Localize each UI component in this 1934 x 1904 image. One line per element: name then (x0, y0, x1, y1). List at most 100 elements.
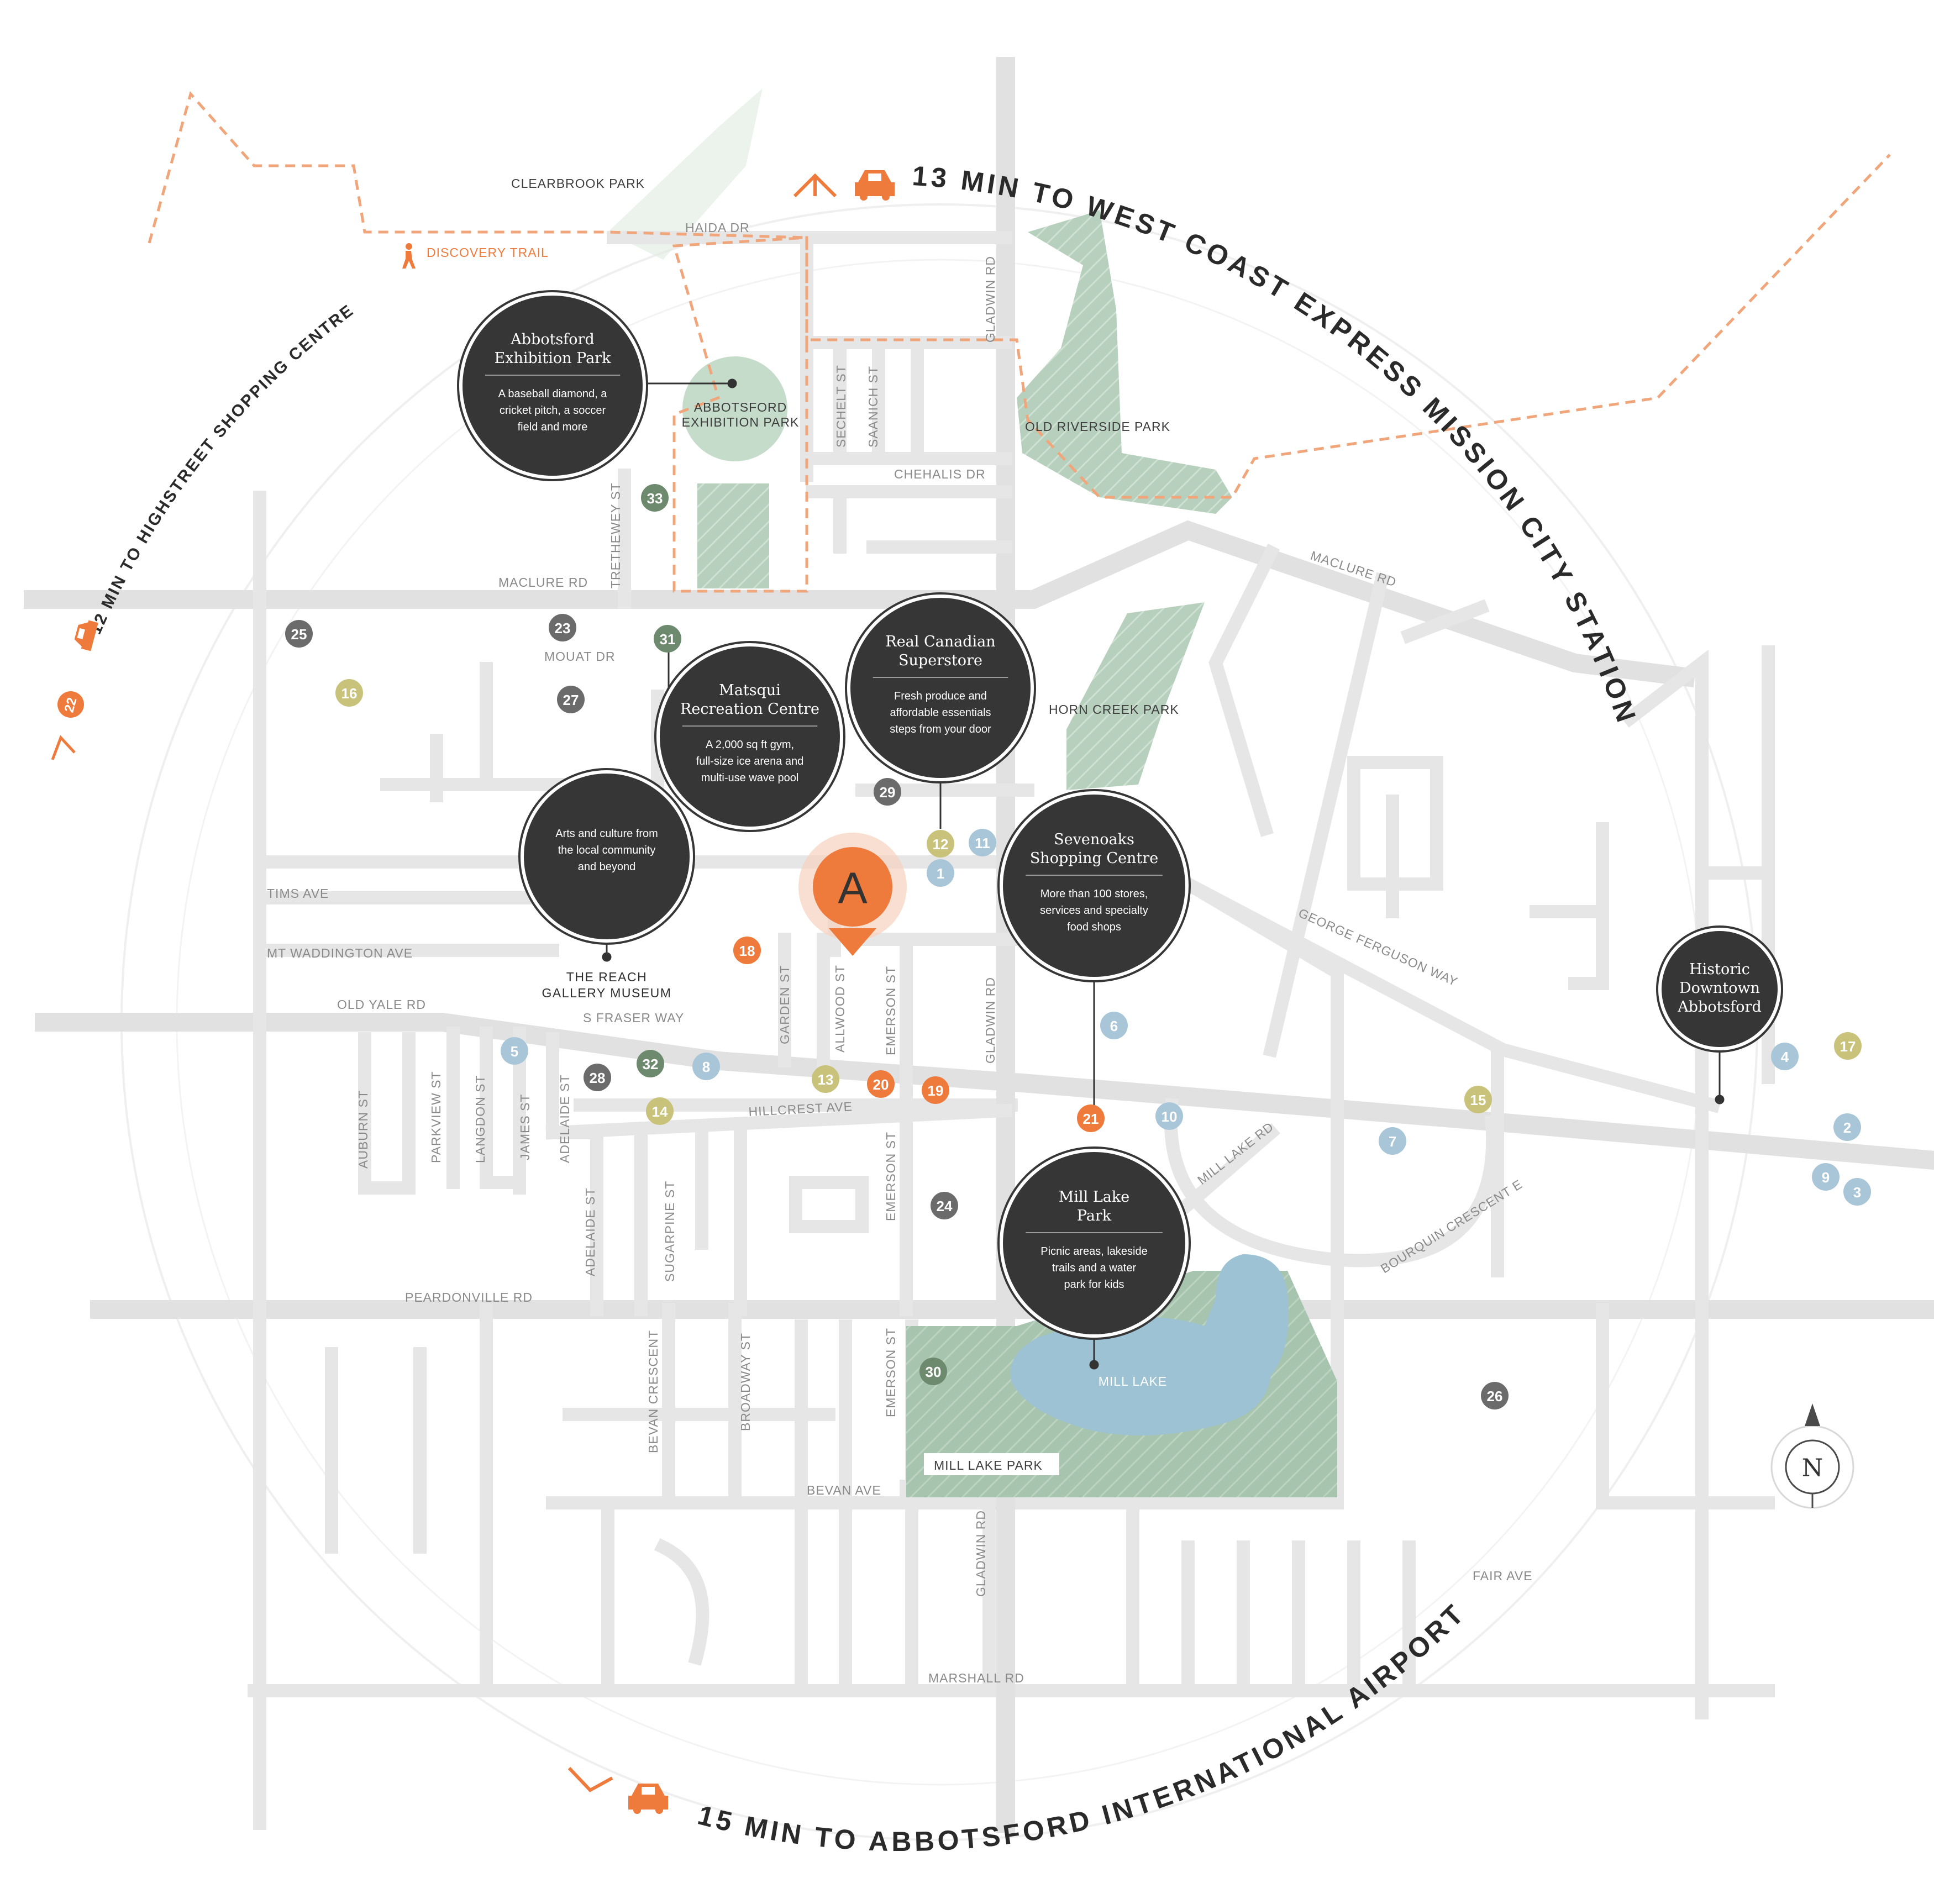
callout-description: services and specialty (1040, 904, 1148, 917)
poi-marker-dot (1771, 1043, 1799, 1070)
background-greenery (608, 88, 763, 260)
poi-marker-dot (501, 1037, 528, 1065)
gladwin-rd-mid-label: GLADWIN RD (983, 977, 997, 1064)
gladwin-rd-north-label: GLADWIN RD (983, 256, 997, 343)
adelaide-st-south-label: ADELAIDE ST (583, 1187, 597, 1276)
poi-marker[interactable]: 7 (1379, 1127, 1406, 1155)
callout-disc (1003, 1152, 1185, 1334)
poi-marker[interactable]: 10 (1155, 1102, 1183, 1130)
poi-marker[interactable]: 31 (654, 625, 681, 653)
james-st-label: JAMES ST (518, 1094, 532, 1160)
poi-marker[interactable]: 8 (692, 1053, 720, 1080)
poi-marker[interactable]: 26 (1481, 1382, 1509, 1409)
peardonville-rd-label: PEARDONVILLE RD (405, 1290, 533, 1305)
poi-marker-dot (931, 1192, 958, 1219)
poi-marker-dot (1833, 1113, 1861, 1141)
poi-marker-dot (1077, 1104, 1105, 1132)
poi-marker-number: 25 (291, 626, 307, 643)
poi-marker[interactable]: 12 (927, 830, 954, 858)
callout-disc (524, 774, 690, 939)
poi-marker[interactable]: 30 (919, 1358, 947, 1385)
callout-description: trails and a water (1052, 1262, 1137, 1274)
poi-marker[interactable]: 18 (733, 937, 761, 964)
poi-marker-number: 10 (1162, 1108, 1178, 1125)
poi-marker[interactable]: 16 (335, 679, 363, 707)
callout-title: Downtown (1679, 980, 1760, 997)
langdon-st-label: LANGDON ST (473, 1075, 487, 1163)
poi-marker-number: 33 (647, 490, 663, 507)
poi-marker[interactable]: 21 (1077, 1104, 1105, 1132)
callout-title: Exhibition Park (495, 350, 612, 367)
callout-disc (850, 598, 1031, 778)
callout-description: full-size ice arena and (696, 755, 804, 767)
callout-description: A baseball diamond, a (498, 388, 608, 400)
poi-marker-number: 28 (590, 1070, 606, 1086)
poi-marker[interactable]: 5 (501, 1037, 528, 1065)
poi-marker[interactable]: 9 (1812, 1163, 1840, 1191)
poi-marker[interactable]: 13 (812, 1065, 839, 1093)
poi-marker[interactable]: 15 (1464, 1086, 1492, 1113)
poi-marker[interactable]: 23 (549, 614, 576, 641)
poi-marker-dot (1812, 1163, 1840, 1191)
callout-description: A 2,000 sq ft gym, (706, 739, 794, 751)
poi-marker[interactable]: 19 (922, 1076, 949, 1104)
poi-marker-number: 18 (739, 943, 755, 959)
poi-marker-number: 5 (511, 1043, 518, 1060)
callout-description: and beyond (578, 861, 636, 873)
poi-marker[interactable]: 1 (927, 859, 954, 887)
poi-marker[interactable]: 2 (1833, 1113, 1861, 1141)
poi-marker[interactable]: 6 (1100, 1012, 1128, 1039)
poi-marker-dot (812, 1065, 839, 1093)
poi-marker[interactable]: 28 (584, 1064, 611, 1091)
poi-marker[interactable]: 24 (931, 1192, 958, 1219)
poi-marker[interactable]: 27 (557, 686, 585, 713)
poi-marker-dot (641, 484, 669, 512)
poi-marker-number: 27 (563, 692, 579, 708)
poi-marker-dot (335, 679, 363, 707)
poi-marker-number: 14 (652, 1103, 668, 1120)
poi-marker[interactable]: 33 (641, 484, 669, 512)
poi-marker-number: 1 (937, 865, 944, 882)
callout-description: park for kids (1064, 1279, 1124, 1291)
poi-marker[interactable]: 17 (1834, 1032, 1862, 1060)
poi-marker[interactable]: 29 (874, 778, 901, 806)
poi-marker[interactable]: 32 (637, 1050, 664, 1077)
poi-marker[interactable]: 4 (1771, 1043, 1799, 1070)
bevan-crescent-label: BEVAN CRESCENT (646, 1330, 660, 1453)
callout-title: Sevenoaks (1054, 831, 1134, 848)
auburn-st-label: AUBURN ST (356, 1090, 370, 1169)
site-marker[interactable]: A (798, 833, 907, 956)
saanich-st-label: SAANICH ST (866, 366, 880, 448)
poi-marker[interactable]: 20 (867, 1070, 895, 1098)
callout-description: steps from your door (890, 723, 991, 735)
old-riverside-park-area (1017, 210, 1232, 514)
s-fraser-way-label: S FRASER WAY (583, 1011, 684, 1025)
poi-marker[interactable]: 25 (285, 620, 313, 648)
poi-marker[interactable]: 14 (646, 1097, 674, 1125)
callout-description: multi-use wave pool (701, 772, 799, 784)
chehalis-dr-label: CHEHALIS DR (894, 467, 986, 481)
tims-ave-label: TIMS AVE (267, 886, 329, 901)
travel-west-text: 12 MIN TO HIGHSTREET SHOPPING CENTRE (86, 301, 356, 637)
callout-title: Mill Lake (1059, 1188, 1130, 1206)
old-yale-rd-label: OLD YALE RD (337, 997, 426, 1012)
car-icon (855, 170, 895, 201)
parks (682, 210, 1337, 1497)
poi-marker[interactable]: 3 (1843, 1178, 1871, 1206)
horn-creek-park-area (1066, 602, 1205, 790)
poi-marker-dot (919, 1358, 947, 1385)
poi-marker[interactable]: 11 (969, 829, 996, 856)
callout-title: Recreation Centre (680, 701, 819, 718)
poi-marker-number: 19 (928, 1082, 944, 1099)
poi-marker-dot (1481, 1382, 1509, 1409)
poi-marker-dot (557, 686, 585, 713)
sugarpine-st-label: SUGARPINE ST (663, 1181, 677, 1282)
callout-title: Superstore (898, 652, 982, 669)
